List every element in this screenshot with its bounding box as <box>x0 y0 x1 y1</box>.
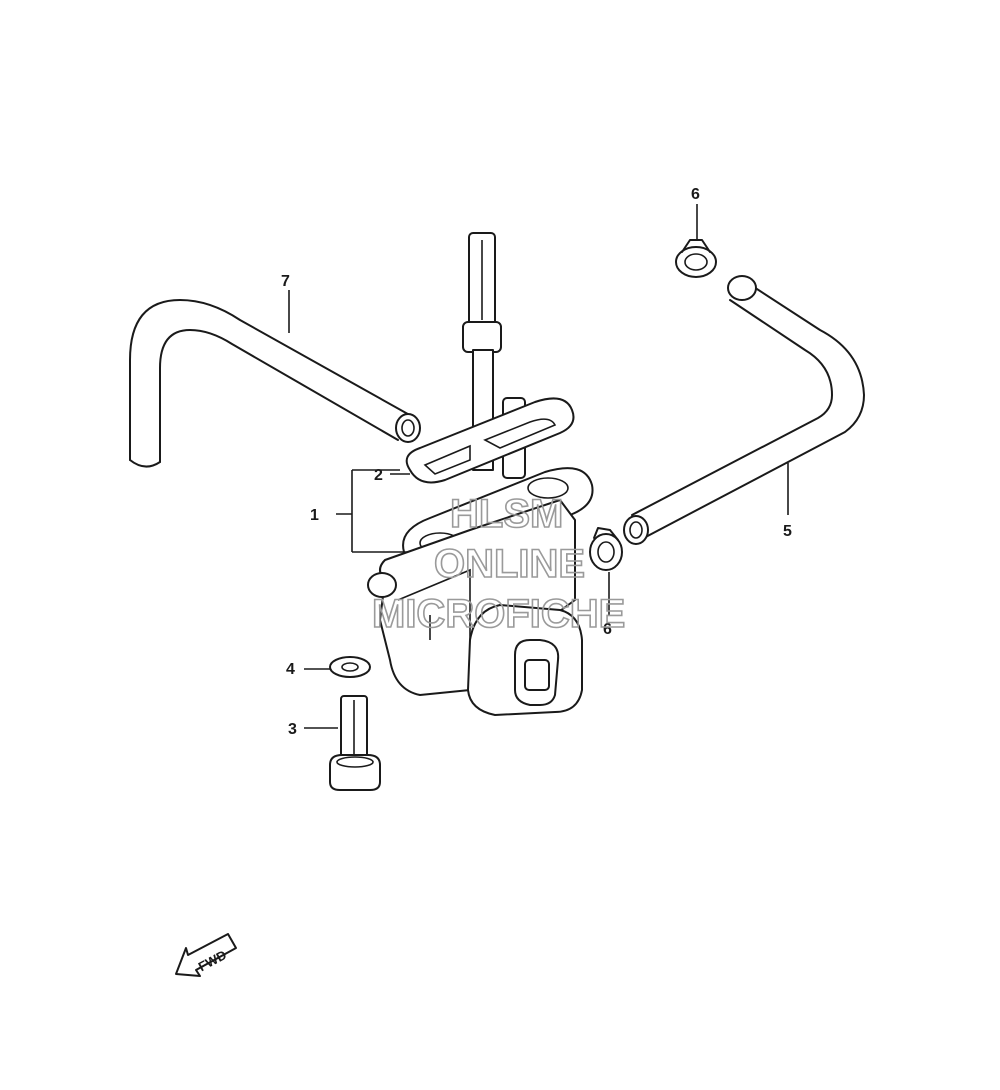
callout-2: 2 <box>374 467 383 484</box>
callout-7: 7 <box>281 273 290 290</box>
watermark-line-2: ONLINE <box>434 542 585 586</box>
hose-5 <box>623 275 865 545</box>
callout-3: 3 <box>288 721 297 738</box>
callout-1: 1 <box>310 507 319 524</box>
fuel-cock-assembly <box>367 232 594 716</box>
callout-4: 4 <box>286 661 295 678</box>
callout-6-top: 6 <box>691 186 700 203</box>
hose-7 <box>129 299 421 468</box>
clip-6-lower <box>589 527 623 571</box>
fwd-arrow: FWD <box>175 933 237 977</box>
callout-6-lower: 6 <box>603 621 612 638</box>
watermark-line-1: HLSM <box>450 492 563 536</box>
washer-4 <box>329 656 371 678</box>
clip-6-top <box>675 239 717 278</box>
bracket-1 <box>336 469 408 553</box>
watermark-line-3: MICROFICHE <box>372 592 625 636</box>
bolt-3 <box>329 695 381 791</box>
callout-5: 5 <box>783 523 792 540</box>
watermark: HLSM ONLINE MICROFICHE <box>371 491 626 637</box>
